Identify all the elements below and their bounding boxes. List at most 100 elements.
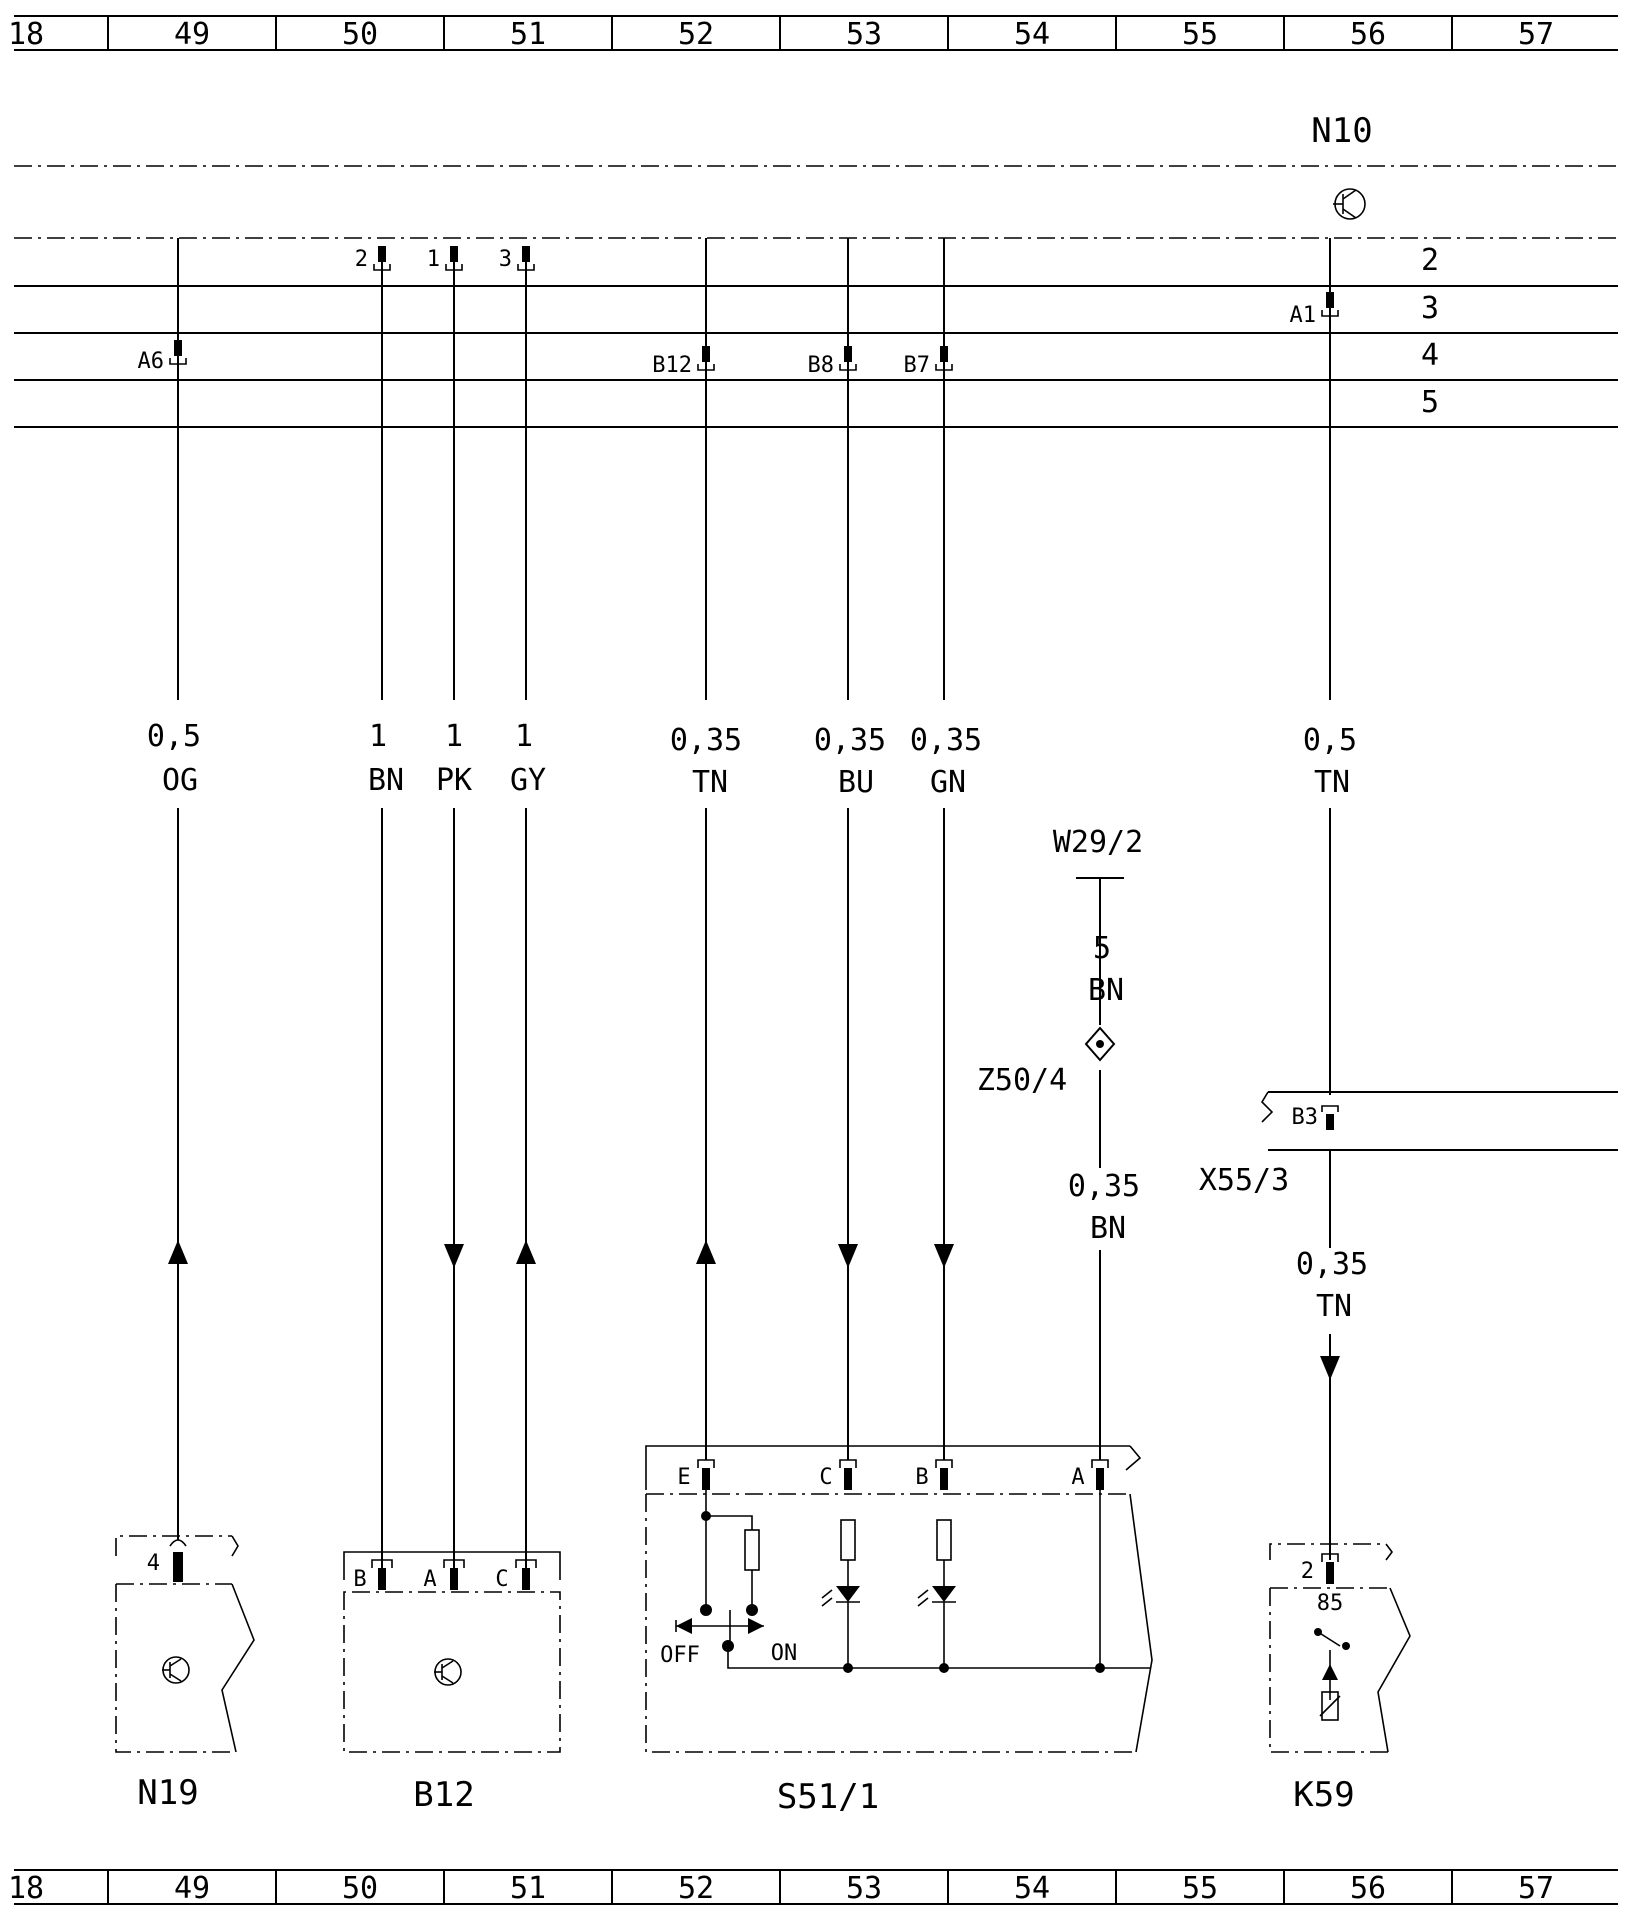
wire-6-color: GN [930,765,966,800]
s51-pin-b-label: B [915,1465,928,1490]
wire-0-gauge: 0,5 [147,719,201,754]
b12-pin-a: A [423,1559,465,1592]
grid-bottom-51: 51 [510,1871,546,1906]
k59-component: 2 85 K59 [1269,1543,1411,1815]
pin-1: 1 [427,246,463,272]
wire-3-color: GY [510,763,546,798]
wire-5-gauge: 0,35 [814,723,886,758]
grid-bottom-50: 50 [342,1871,378,1906]
bus-line-4: 4 [1421,338,1439,373]
bus-line-2: 2 [1421,243,1439,278]
b12-pin-a-label: A [423,1567,436,1592]
top-grid-strip: 18 49 50 51 52 53 54 55 56 57 [8,15,1618,52]
arrow-up-og [168,1240,188,1264]
wire-0-color: OG [162,763,198,798]
wire-7-color: TN [1314,765,1350,800]
pin-3: 3 [499,246,535,272]
wire-7-gauge: 0,5 [1303,723,1357,758]
bus-line-5: 5 [1421,385,1439,420]
bottom-grid-strip: 18 49 50 51 52 53 54 55 56 57 [8,1869,1618,1906]
z50-label: Z50/4 [977,1063,1067,1098]
n19-label: N19 [137,1773,198,1813]
s51-pin-c-label: C [819,1465,832,1490]
pin-2: 2 [355,246,391,272]
relay-switch-icon [1314,1628,1350,1721]
w29-ground: W29/2 5 BN [1053,825,1143,1008]
arrow-up-tn [696,1240,716,1264]
grid-top-50: 50 [342,17,378,52]
wire-6-gauge: 0,35 [910,723,982,758]
pin-b12-label: B12 [652,353,692,378]
grid-bottom-18: 18 [8,1871,44,1906]
switch-on-label: ON [771,1641,798,1666]
k59-label: K59 [1293,1775,1354,1815]
grid-bottom-57: 57 [1518,1871,1554,1906]
grid-top-57: 57 [1518,17,1554,52]
grid-top-52: 52 [678,17,714,52]
s51-pin-c: C [819,1459,857,1490]
wires-upper [177,238,1331,700]
s51-pin-e-label: E [677,1465,690,1490]
splice-wire-color: BN [1090,1211,1126,1246]
grid-bottom-56: 56 [1350,1871,1386,1906]
b12-pin-c-label: C [495,1567,508,1592]
grid-bottom-52: 52 [678,1871,714,1906]
pin-b8: B8 [808,346,857,378]
switch-lever-icon [675,1610,764,1644]
grid-top-53: 53 [846,17,882,52]
wire-labels: 0,5 OG 1 BN 1 PK 1 GY 0,35 TN 0,35 BU 0,… [147,719,1357,800]
b12-pin-b: B [353,1559,393,1592]
led-c-icon [821,1519,860,1668]
b12-pin-c: C [495,1559,537,1592]
pin-b3-label: B3 [1292,1105,1319,1130]
x55-label: X55/3 [1199,1163,1289,1198]
switch-off-label: OFF [660,1643,700,1668]
pin-2-label: 2 [355,247,368,272]
wire-2-color: PK [436,763,472,798]
arrow-down-bu [838,1244,858,1268]
led-b-icon [917,1519,956,1668]
n19-pin-4-label: 4 [147,1551,160,1576]
pin-1-label: 1 [427,247,440,272]
connector-pins: A6 2 1 3 B12 B8 B7 [138,246,1339,378]
grid-top-18: 18 [8,17,44,52]
s51-pin-a-label: A [1071,1465,1084,1490]
pin-a6-label: A6 [138,349,165,374]
z50-splice: Z50/4 0,35 BN [977,1026,1140,1246]
k59-pin-85-label: 85 [1317,1591,1344,1616]
splice-wire-gauge: 0,35 [1068,1169,1140,1204]
grid-top-55: 55 [1182,17,1218,52]
wires-lower [177,808,1331,1570]
grid-bottom-54: 54 [1014,1871,1050,1906]
n19-transistor-icon [162,1656,190,1684]
pin-b12: B12 [652,346,715,378]
k59-wire-color: TN [1316,1289,1352,1324]
s51-pin-e: E [677,1459,715,1490]
wire-4-color: TN [692,765,728,800]
grid-top-56: 56 [1350,17,1386,52]
n10-control-unit: N10 [14,111,1618,239]
bus-lines: 2 3 4 5 [14,243,1618,428]
grid-top-49: 49 [174,17,210,52]
pin-b8-label: B8 [808,353,835,378]
n10-transistor-icon [1333,188,1366,220]
wire-2-gauge: 1 [445,719,463,754]
pin-b7-label: B7 [904,353,931,378]
grid-top-54: 54 [1014,17,1050,52]
grid-top-51: 51 [510,17,546,52]
grid-bottom-55: 55 [1182,1871,1218,1906]
arrow-up-gy [516,1240,536,1264]
pin-a6: A6 [138,340,187,374]
bus-line-3: 3 [1421,291,1439,326]
ground-wire-color: BN [1088,973,1124,1008]
wire-5-color: BU [838,765,874,800]
pin-a1: A1 [1290,292,1339,328]
x55-connector: B3 X55/3 0,35 TN [1199,1091,1618,1324]
b12-label: B12 [413,1775,474,1815]
k59-pin-2: 2 [1301,1553,1339,1584]
pin-3-label: 3 [499,247,512,272]
ground-wire-gauge: 5 [1093,931,1111,966]
k59-wire-gauge: 0,35 [1296,1247,1368,1282]
b12-transistor-icon [434,1658,462,1686]
